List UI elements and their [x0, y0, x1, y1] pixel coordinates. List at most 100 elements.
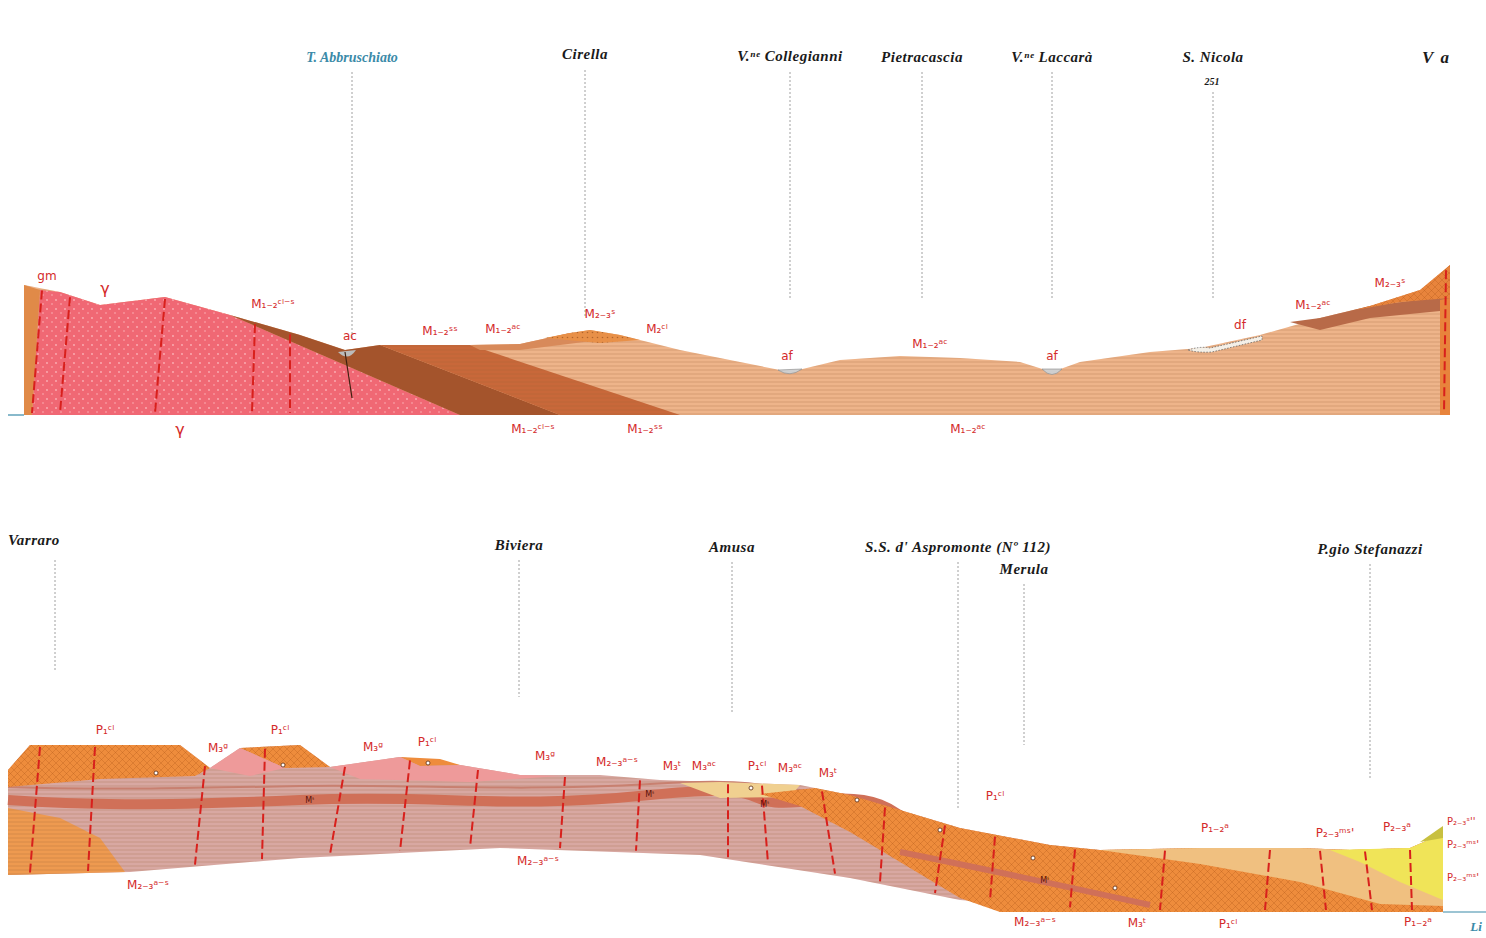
formation-label: P₁ᶜˡ: [418, 736, 436, 750]
clay-hatch: [24, 265, 1450, 415]
formation-label: P₁ᶜˡ: [96, 724, 114, 738]
fault-line: [470, 770, 478, 848]
section-shape: [958, 562, 959, 810]
ss-hatch: [380, 345, 680, 415]
formation-label: M₂₋₃ᵃ⁻ˢ: [1014, 916, 1056, 930]
s-cap-right: [1355, 265, 1450, 310]
formation-label: Mᵗ: [305, 796, 314, 805]
fault-line: [1444, 270, 1446, 413]
formation-label: M₂ᶜˡ: [646, 323, 668, 337]
section-shape: [1213, 92, 1214, 298]
formation-label: M₂₋₃ˢ: [585, 308, 616, 322]
fault-line: [1265, 850, 1270, 910]
formation-label: γ: [100, 280, 109, 298]
fault-line: [1320, 851, 1326, 910]
a-s-lower-left: [8, 808, 125, 875]
formation-label: gm: [37, 270, 56, 284]
place-name: P.gio Stefanazzi: [1317, 541, 1422, 558]
fault-line: [880, 808, 885, 883]
ms-unit: [1330, 832, 1443, 900]
formation-label: P₁ᶜˡ: [748, 760, 766, 774]
place-name: S. Nicola: [1182, 49, 1243, 66]
fault-line: [400, 760, 410, 851]
section-shape: [855, 798, 859, 802]
place-name: T. Abbruschiato: [306, 50, 398, 66]
formation-label: M₃ᵃᶜ: [778, 762, 802, 776]
formation-label: Mᵗ: [760, 800, 769, 809]
place-name: Biviera: [495, 537, 544, 554]
section-shape: [55, 560, 56, 672]
formation-label: M₁₋₂ᵃᶜ: [950, 423, 985, 437]
fault-line: [1410, 850, 1412, 910]
formation-label: P₂₋₃ᵐˢ': [1316, 827, 1354, 841]
formation-label: γ: [175, 421, 184, 439]
place-name: S.S. d' Aspromonte (Nº 112): [865, 539, 1051, 556]
fault-line: [935, 826, 945, 894]
dark-strip: [1290, 296, 1450, 330]
fault-line: [195, 766, 205, 864]
fault-line: [289, 334, 291, 413]
fault-line: [762, 786, 768, 864]
formation-label: M₂₋₃ᵃ⁻ˢ: [517, 855, 559, 869]
formation-label: M₁₋₂ᵃᶜ: [1295, 299, 1330, 313]
sea-level: [8, 414, 24, 415]
fault-line: [1160, 851, 1165, 910]
fault-line: [990, 837, 995, 901]
clay-unit: [24, 265, 1450, 415]
alluvium: [778, 369, 802, 374]
fault-line: [262, 749, 265, 859]
formation-label: df: [1234, 319, 1246, 333]
section-shape: [938, 828, 942, 832]
place-name: Va: [1422, 48, 1458, 68]
fault-group: [30, 270, 1446, 910]
cl-right-x: [760, 788, 1443, 912]
section-shape: [352, 72, 353, 340]
s-cap-right-dots: [1355, 265, 1450, 310]
place-name: Pietracascia: [881, 49, 963, 66]
section-shape: [281, 763, 285, 767]
ms-cap: [1420, 826, 1443, 842]
formation-label: M₂₋₃ᵃ⁻ˢ: [127, 879, 169, 893]
alluvium: [1042, 369, 1062, 375]
section-shape: [426, 761, 430, 765]
formation-label: M₁₋₂ˢˢ: [422, 325, 457, 339]
formation-label: M₁₋₂ˢˢ: [627, 423, 662, 437]
fault-line: [636, 780, 640, 850]
s-cap: [545, 330, 640, 343]
section-shape: [1024, 584, 1025, 745]
leader-line: [55, 70, 1370, 810]
fossil-marker: [154, 761, 1117, 890]
fault-line: [88, 747, 95, 871]
formation-label: ac: [343, 330, 357, 344]
formation-label: M₂₋₃ˢ: [1375, 277, 1406, 291]
place-name: V.ⁿᵉ Collegianni: [737, 48, 842, 65]
fault-line: [32, 291, 42, 414]
formation-label: P₁ᶜˡ: [271, 724, 289, 738]
a-s-lower-left-hatch: [8, 808, 125, 875]
place-name: Varraro: [8, 532, 60, 549]
formation-label: M₃ᵗ: [1128, 917, 1147, 931]
cross-section-top: [24, 265, 1450, 415]
section-shape: [922, 72, 923, 298]
g-lens: [330, 757, 560, 782]
formation-label: P₂₋₃ᵐˢ': [1446, 872, 1480, 884]
place-name: Cirella: [562, 46, 608, 63]
formation-label: M₁₋₂ᶜˡ⁻ˢ: [251, 298, 295, 312]
section-shape: [154, 771, 158, 775]
formation-label: M₁₋₂ᶜˡ⁻ˢ: [511, 423, 555, 437]
formation-label: af: [781, 350, 793, 364]
formation-label: P₂₋₃ᵃ: [1383, 821, 1411, 835]
formation-label: M₃ᵍ: [208, 742, 228, 756]
place-name: Amusa: [709, 539, 755, 556]
fault-line: [822, 791, 835, 873]
a-s-unit: [8, 745, 1443, 912]
cl-right: [760, 788, 1443, 912]
elevation-value: 251: [1205, 76, 1220, 88]
section-shape: [1370, 564, 1371, 778]
formation-label: P₁₋₂ᵃ: [1201, 822, 1229, 836]
fault-line: [727, 784, 729, 857]
formation-label: Mᵗ: [1040, 876, 1049, 885]
fault-line: [60, 297, 70, 413]
place-name: V.ⁿᵉ Laccarà: [1011, 49, 1093, 66]
fault-line: [30, 747, 40, 872]
